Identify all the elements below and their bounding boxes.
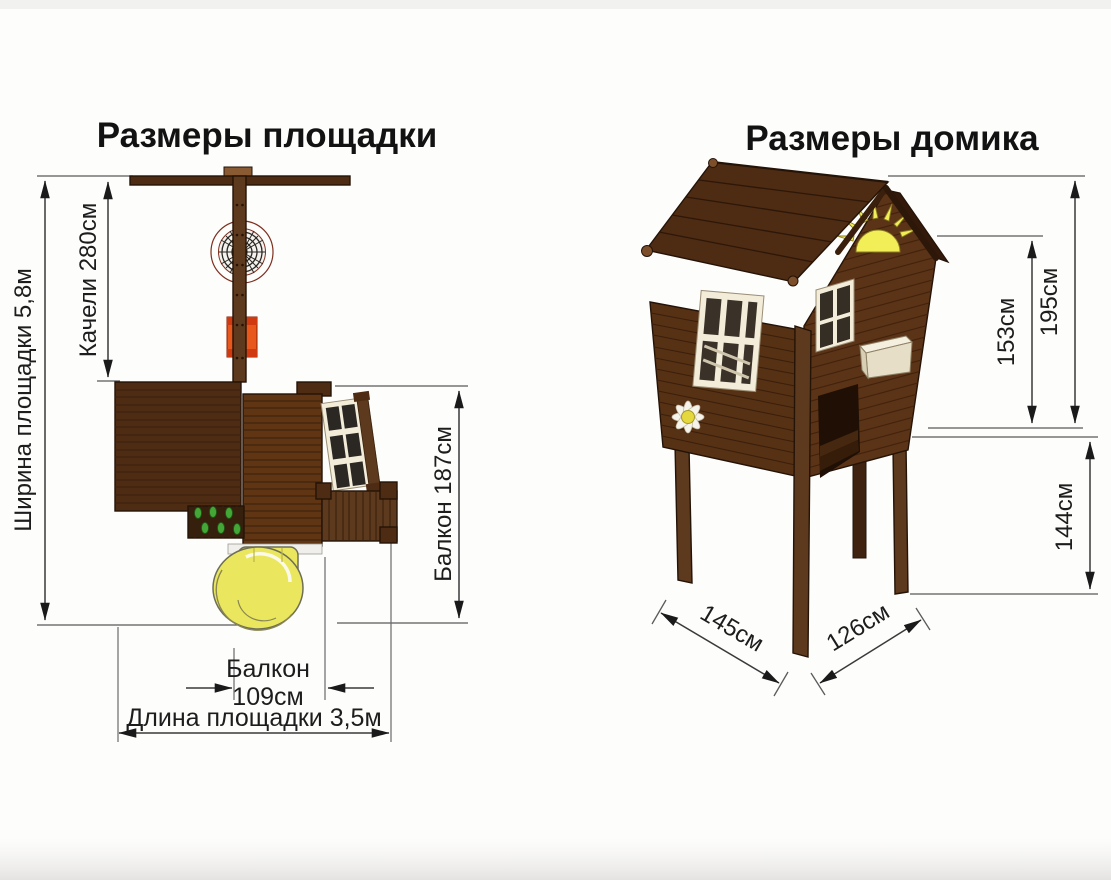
platform-roof-left-slats: [115, 389, 241, 504]
house-leg-back: [852, 458, 867, 559]
dim-balcony-width: Балкон 109см: [186, 655, 374, 711]
dim-swing-height: Качели 280см: [75, 181, 113, 378]
platform-roof-center-slats: [243, 400, 322, 541]
roof-corner-cap-front: [787, 275, 799, 287]
dim-house-total-height: 195см: [1036, 180, 1080, 424]
roof-corner-cap-left: [641, 245, 653, 257]
house-roof: [641, 158, 950, 287]
swing-post-screws: [235, 203, 244, 360]
bottom-edge-band: [0, 838, 1111, 880]
house-leg-left: [674, 443, 693, 584]
platform-roof-left: [114, 381, 242, 512]
flower-planter-box: [859, 335, 913, 380]
roof-ridge: [711, 160, 889, 184]
playhouse-title: Размеры домика: [745, 119, 1039, 158]
playground-width-label: Ширина площадки 5,8м: [10, 268, 37, 532]
dim-playground-length: Длина площадки 3,5м: [118, 704, 390, 738]
climbing-wall-top-view: [187, 505, 245, 539]
house-door-opening: [818, 384, 860, 478]
roof-rake-right: [883, 185, 939, 261]
swing-assembly: [129, 166, 351, 383]
top-edge-band: [0, 0, 1111, 9]
platform-roof-center: [242, 393, 323, 547]
platform-top-view: [114, 381, 398, 631]
dim-house-underfloor-height: 144см: [1051, 441, 1095, 590]
balcony-window-top-view: [320, 390, 383, 494]
roof-planks: [658, 179, 870, 263]
balcony-stairs-top-view: [315, 481, 398, 544]
dim-balcony-length: Балкон 187см: [430, 390, 464, 619]
climbing-holds: [194, 506, 241, 535]
playground-title: Размеры площадки: [97, 116, 438, 155]
balcony-length-label: Балкон 187см: [430, 426, 457, 582]
roof-corner-cap-back: [708, 158, 718, 168]
playground-dimensions-diagram: Размеры площадки Ширина площадки 5,8м Ка…: [10, 116, 468, 742]
playground-length-label: Длина площадки 3,5м: [126, 704, 381, 732]
house-wall-height-label: 153см: [993, 298, 1020, 367]
roof-rake-left: [835, 185, 889, 255]
dim-playground-width: Ширина площадки 5,8м: [10, 180, 50, 621]
daisy-decoration: [671, 400, 705, 434]
tube-slide-top-view: [212, 546, 304, 631]
balcony-word: Балкон: [226, 655, 310, 683]
house-underfloor-height-label: 144см: [1051, 483, 1078, 552]
swing-post: [232, 175, 247, 383]
house-leg-right: [892, 442, 909, 595]
swing-label: Качели 280см: [75, 203, 102, 357]
house-total-height-label: 195см: [1036, 268, 1063, 337]
balcony-width-value: 109см: [232, 683, 303, 711]
playhouse-drawing: [641, 158, 950, 658]
house-leg-front: [792, 325, 812, 658]
house-front-window: [815, 278, 855, 353]
house-side-window: [692, 289, 765, 393]
dim-house-wall-height: 153см: [993, 240, 1037, 424]
